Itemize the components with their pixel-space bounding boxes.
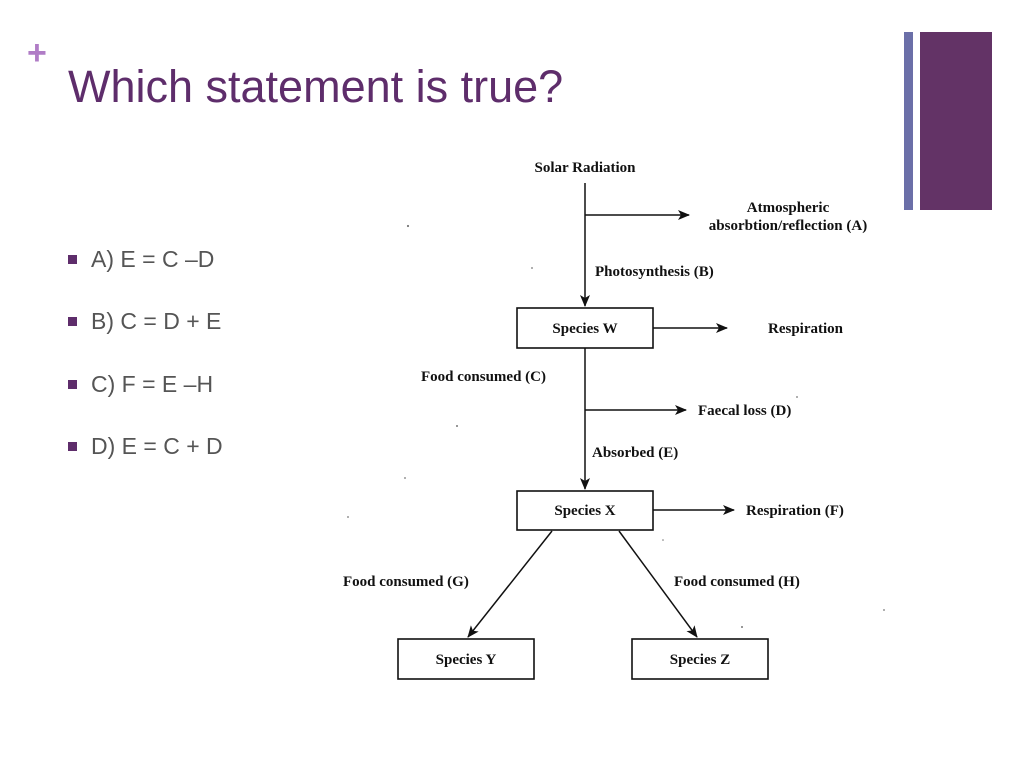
arrow-food-consumed-g <box>467 530 553 638</box>
label-absorbed: Absorbed (E) <box>592 445 678 461</box>
node-species-x <box>516 490 654 531</box>
scan-speck <box>741 626 743 628</box>
scan-speck <box>456 425 458 427</box>
node-species-y-label: Species Y <box>436 652 497 668</box>
scan-speck <box>404 477 406 479</box>
scan-speck <box>662 539 664 541</box>
label-food-consumed-c: Food consumed (C) <box>421 369 546 385</box>
option-b-text: B) C = D + E <box>91 308 222 335</box>
label-atmospheric: Atmospheric <box>747 200 830 216</box>
page-title: Which statement is true? <box>68 61 564 112</box>
label-food-consumed-h: Food consumed (H) <box>674 574 800 590</box>
scan-speck <box>406 224 410 228</box>
option-c: C) F = E –H <box>68 353 223 416</box>
label-food-consumed-g: Food consumed (G) <box>343 574 469 590</box>
option-d: D) E = C + D <box>68 416 223 479</box>
scan-speck <box>347 516 349 518</box>
node-species-y <box>397 638 535 680</box>
node-species-z <box>631 638 769 680</box>
accent-bar-thin <box>904 32 913 210</box>
arrow-food-consumed-h <box>618 530 698 638</box>
label-photosynthesis: Photosynthesis (B) <box>595 264 714 280</box>
node-species-x-label: Species X <box>554 503 615 519</box>
label-solar-radiation: Solar Radiation <box>535 160 637 176</box>
label-respiration-f: Respiration (F) <box>746 503 844 519</box>
answer-options: A) E = C –D B) C = D + E C) F = E –H D) … <box>68 228 223 478</box>
square-bullet-icon <box>68 442 77 452</box>
option-c-text: C) F = E –H <box>91 370 214 397</box>
accent-bar-thick <box>920 32 992 210</box>
option-d-text: D) E = C + D <box>91 433 223 460</box>
node-species-w-label: Species W <box>552 321 617 337</box>
square-bullet-icon <box>68 254 77 264</box>
node-species-z-label: Species Z <box>670 652 730 668</box>
square-bullet-icon <box>68 379 77 389</box>
scan-speck <box>531 267 533 269</box>
scan-speck <box>883 609 885 611</box>
option-a: A) E = C –D <box>68 228 223 291</box>
node-species-w <box>516 307 654 349</box>
label-respiration-w: Respiration <box>768 321 844 337</box>
plus-icon: + <box>27 34 47 72</box>
scan-speck <box>796 396 798 398</box>
option-b: B) C = D + E <box>68 291 223 354</box>
option-a-text: A) E = C –D <box>91 245 215 272</box>
square-bullet-icon <box>68 317 77 327</box>
label-faecal-loss: Faecal loss (D) <box>698 403 791 419</box>
label-absorbtion-reflection: absorbtion/reflection (A) <box>709 218 867 234</box>
